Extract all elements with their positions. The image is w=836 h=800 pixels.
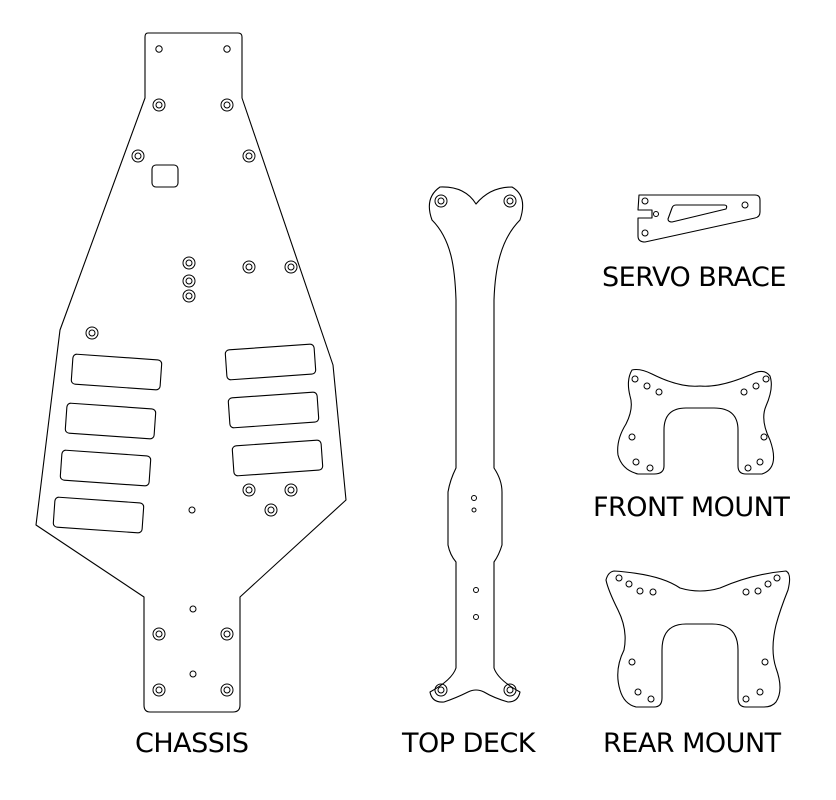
chassis-slot bbox=[52, 496, 145, 534]
front-mount-outline bbox=[617, 368, 775, 475]
rear-mount-holes bbox=[615, 574, 781, 703]
top-deck-outline bbox=[428, 186, 524, 703]
chassis-hole bbox=[188, 506, 196, 514]
top-deck-label: TOP DECK bbox=[402, 728, 536, 759]
chassis-slot bbox=[227, 391, 320, 429]
chassis-slot bbox=[231, 439, 324, 477]
chassis-hole bbox=[189, 670, 197, 678]
chassis-label: CHASSIS bbox=[135, 728, 249, 759]
chassis-slots-left bbox=[52, 353, 163, 534]
servo-brace-label: SERVO BRACE bbox=[602, 262, 786, 293]
chassis-outline bbox=[35, 32, 347, 713]
chassis-hole bbox=[155, 45, 163, 53]
top-deck-part bbox=[428, 186, 524, 703]
chassis-holes bbox=[155, 45, 231, 678]
rear-mount-part bbox=[605, 570, 791, 708]
servo-brace-cutout bbox=[667, 204, 728, 223]
front-mount-label: FRONT MOUNT bbox=[593, 492, 790, 523]
chassis-slot bbox=[70, 353, 163, 391]
front-mount-part bbox=[617, 368, 775, 475]
chassis-slot bbox=[64, 402, 157, 440]
rear-mount-outline bbox=[605, 570, 791, 708]
chassis-countersunk-holes bbox=[85, 98, 298, 697]
chassis-square-cutout bbox=[151, 164, 179, 188]
top-deck-holes bbox=[434, 194, 517, 697]
chassis-hole bbox=[189, 605, 197, 613]
chassis-slot bbox=[59, 449, 152, 487]
servo-brace-part bbox=[637, 194, 761, 243]
chassis-slot bbox=[224, 343, 317, 381]
chassis-slots-right bbox=[224, 343, 324, 477]
front-mount-holes bbox=[628, 375, 770, 472]
chassis-part bbox=[35, 32, 347, 713]
rear-mount-label: REAR MOUNT bbox=[603, 728, 781, 759]
chassis-hole bbox=[223, 45, 231, 53]
servo-brace-outline bbox=[637, 194, 761, 243]
